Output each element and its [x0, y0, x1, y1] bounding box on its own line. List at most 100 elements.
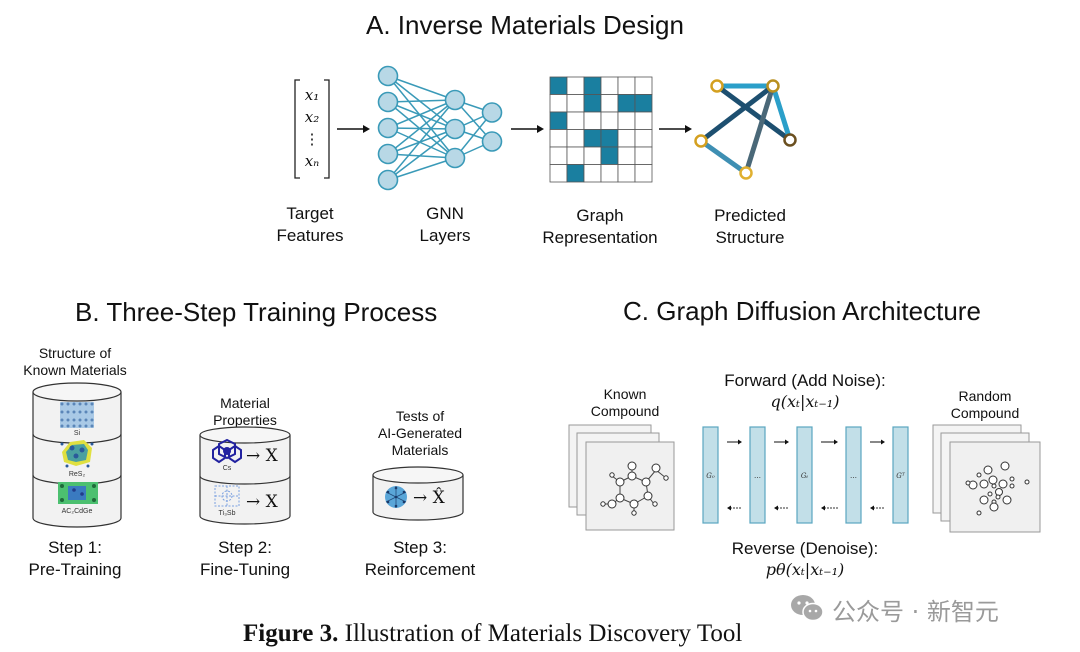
matrix-cell-empty [549, 129, 568, 148]
watermark-text: 公众号 · 新智元 [832, 598, 999, 626]
matrix-cell-empty [549, 146, 568, 165]
vector-entry-dots: ⋮ [304, 130, 320, 148]
matrix-cell-empty [617, 164, 636, 183]
property-map-ti3sb: → X [246, 492, 278, 512]
matrix-cell-filled [549, 76, 568, 95]
scattered-atoms-icon [965, 461, 1030, 516]
forward-process: Forward (Add Noise): q(xₜ|xₜ₋₁) [690, 370, 920, 411]
matrix-cell-filled [566, 164, 585, 183]
matrix-cell-empty [566, 129, 585, 148]
matrix-cell-empty [583, 164, 602, 183]
gnn-node [377, 65, 399, 87]
property-map-ai: → X̂ [413, 488, 445, 508]
matrix-cell-empty [549, 164, 568, 183]
feature-vector-entries: x₁ x₂ ⋮ xₙ [300, 84, 324, 172]
graph-node [783, 133, 797, 147]
matrix-cell-filled [600, 146, 619, 165]
gnn-edge [387, 99, 456, 155]
step1-header: Structure of Known Materials [23, 345, 127, 378]
graph-state-bar [749, 426, 766, 524]
graph-state-label: Gᵀ [896, 472, 906, 480]
arrow-icon [337, 125, 370, 133]
material-ti3sb: Ti₃Sb [219, 510, 236, 517]
matrix-cell-empty [617, 111, 636, 130]
graph-state-bar [845, 426, 862, 524]
molecule-icon [600, 461, 669, 516]
gnn-node [377, 143, 399, 165]
matrix-cell-empty [566, 111, 585, 130]
matrix-cell-empty [617, 129, 636, 148]
graph-state-bar [702, 426, 719, 524]
gnn-node [377, 91, 399, 113]
graph-state-bar [796, 426, 813, 524]
matrix-cell-empty [617, 146, 636, 165]
matrix-cell-empty [566, 146, 585, 165]
feature-vector [294, 79, 330, 179]
matrix-cell-empty [566, 94, 585, 113]
database-cylinder-icon [372, 466, 464, 521]
label-gnn-layers: GNN Layers [419, 204, 471, 245]
vector-entry-x2: x₂ [304, 108, 320, 126]
matrix-cell-empty [600, 94, 619, 113]
matrix-cell-filled [583, 76, 602, 95]
step2-label: Step 2: Fine-Tuning [199, 538, 291, 579]
wechat-icon [791, 595, 824, 622]
reverse-process: Reverse (Denoise): pθ(xₜ|xₜ₋₁) [690, 538, 920, 579]
gnn-node [377, 117, 399, 139]
step3-label: Step 3: Reinforcement [364, 538, 476, 579]
material-res2: ReS₂ [69, 471, 86, 478]
graph-edge [699, 84, 775, 143]
label-target-features: Target Features [276, 204, 344, 245]
vector-entry-x1: x₁ [304, 86, 320, 104]
gnn-node [377, 169, 399, 191]
matrix-cell-filled [549, 111, 568, 130]
material-cs: Cs [223, 465, 232, 472]
matrix-cell-empty [600, 76, 619, 95]
forward-formula: q(xₜ|xₜ₋₁) [770, 392, 840, 411]
property-map-cs: → X [246, 446, 278, 466]
graph-state-label: … [850, 472, 857, 480]
matrix-cell-empty [617, 76, 636, 95]
graph-node [710, 79, 724, 93]
ac2cdge-crystal-icon [58, 482, 98, 504]
panel-c-title: C. Graph Diffusion Architecture [623, 296, 981, 326]
gnn-edge [387, 101, 456, 159]
reverse-formula: pθ(xₜ|xₜ₋₁) [765, 560, 845, 579]
gnn-edge [387, 128, 456, 155]
gnn-node [481, 131, 503, 152]
gnn-edge [387, 127, 456, 159]
panel-a-title: A. Inverse Materials Design [366, 10, 684, 40]
matrix-cell-empty [600, 164, 619, 183]
gnn-edge [387, 99, 456, 103]
graph-node [766, 79, 780, 93]
material-si: Si [74, 430, 81, 437]
gnn-edge [387, 75, 456, 101]
gnn-node [481, 102, 503, 123]
graph-state-label: G₀ [706, 472, 715, 480]
graph-state-label: Gₜ [801, 472, 809, 480]
graph-node [739, 166, 753, 180]
database-cylinder-icon: Cs Ti₃Sb [199, 426, 291, 525]
matrix-cell-empty [634, 129, 653, 148]
material-ac2cdge: AC₂CdGe [62, 508, 93, 515]
gnn-node [444, 118, 466, 140]
graph-node [694, 134, 708, 148]
arrow-icon [511, 125, 544, 133]
step3-header: Tests of AI-Generated Materials [377, 408, 463, 458]
reverse-label: Reverse (Denoise): [731, 539, 879, 558]
label-graph-representation: Graph Representation [542, 206, 658, 247]
adjacency-matrix [549, 76, 653, 183]
gnn-edge [387, 157, 456, 181]
known-compound-stack [568, 424, 675, 531]
gnn-node [444, 147, 466, 169]
gnn-edge [387, 99, 456, 129]
matrix-cell-filled [583, 94, 602, 113]
matrix-cell-filled [617, 94, 636, 113]
matrix-cell-empty [549, 94, 568, 113]
arrow-icon [659, 125, 692, 133]
ai-generated-crystal-icon [385, 486, 407, 508]
graph-edge [715, 83, 792, 143]
graph-edge [699, 138, 748, 176]
figure-caption: Figure 3. Illustration of Materials Disc… [243, 620, 743, 647]
gnn-node [444, 89, 466, 111]
